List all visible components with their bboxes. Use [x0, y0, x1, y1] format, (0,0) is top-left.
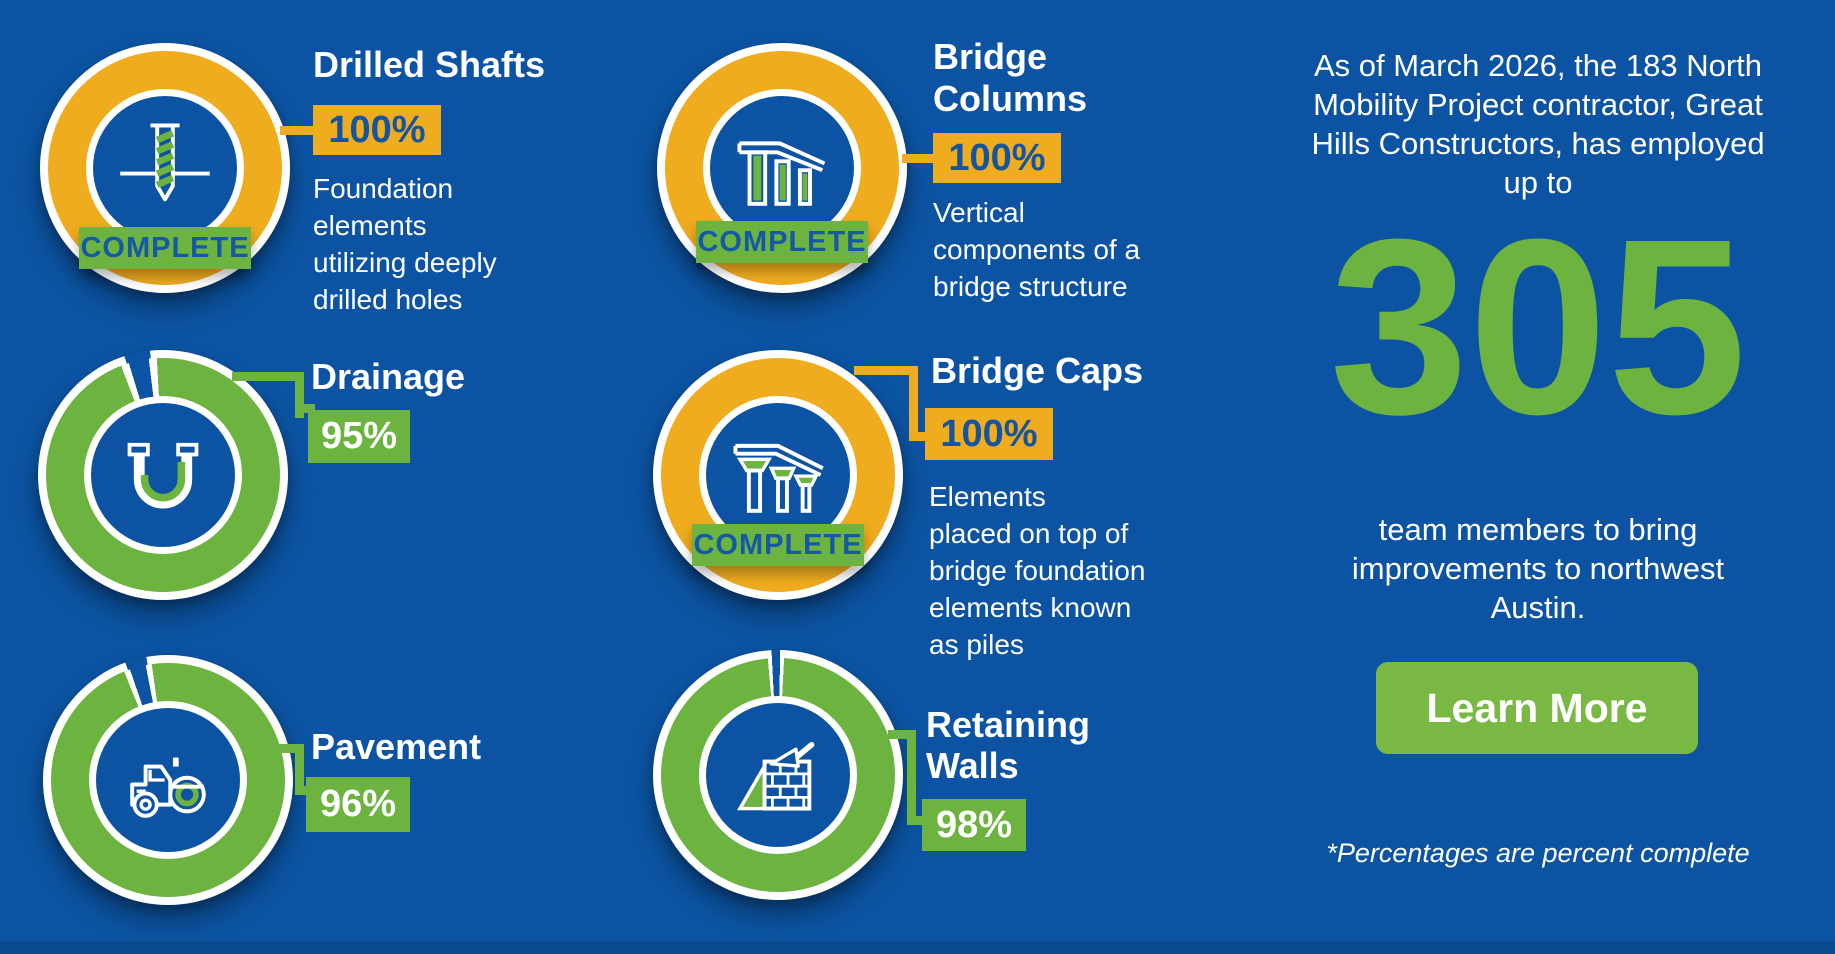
percent-badge-pavement: 96% [306, 777, 410, 832]
outro-text: team members to bring improvements to no… [1351, 512, 1725, 625]
donut-center [699, 696, 857, 854]
complete-badge: COMPLETE [696, 221, 868, 263]
drainage-pipe-icon [109, 421, 217, 529]
donut-pavement [43, 655, 293, 905]
donut-center [89, 701, 247, 859]
bottom-bar [0, 941, 1835, 954]
donut-center [84, 396, 242, 554]
item-title-drainage: Drainage [311, 356, 466, 397]
item-title-drilled-shafts: Drilled Shafts [313, 44, 546, 85]
percent-badge-bridge-columns: 100% [933, 133, 1061, 183]
connector-line [295, 404, 315, 413]
connector-line [272, 744, 304, 753]
item-description: Vertical components of a bridge structur… [933, 197, 1141, 302]
bridge-columns-icon [726, 112, 838, 224]
connector-line [854, 366, 918, 375]
connector-line [295, 744, 304, 794]
connector-line [888, 730, 916, 739]
complete-badge: COMPLETE [79, 227, 251, 269]
percent-badge-drilled-shafts: 100% [313, 105, 441, 155]
percent-badge-retaining-walls: 98% [922, 799, 1026, 851]
item-title-retaining-walls: Retaining Walls [926, 704, 1091, 786]
item-description: Elements placed on top of bridge foundat… [929, 481, 1146, 660]
donut-center [86, 89, 244, 247]
item-title-bridge-columns: Bridge Columns [933, 36, 1088, 119]
donut-retaining-walls [653, 650, 903, 900]
footnote-text: *Percentages are percent complete [1326, 838, 1750, 868]
donut-drainage [38, 350, 288, 600]
intro-text: As of March 2026, the 183 North Mobility… [1311, 48, 1765, 200]
employed-count: 305 [1329, 187, 1747, 466]
donut-drilled-shafts [40, 43, 290, 293]
connector-line [295, 786, 313, 795]
connector-line [907, 730, 916, 824]
connector-line [909, 366, 918, 440]
connector-line [232, 372, 304, 381]
road-roller-icon [112, 724, 224, 836]
connector-line [280, 126, 315, 135]
connector-line [907, 816, 925, 825]
learn-more-button[interactable]: Learn More [1376, 662, 1698, 754]
connector-line [902, 154, 935, 163]
item-title-pavement: Pavement [311, 726, 482, 767]
drill-icon [109, 112, 221, 224]
item-description: Foundation elements utilizing deeply dri… [313, 173, 497, 315]
percent-badge-bridge-caps: 100% [925, 408, 1053, 460]
donut-center [703, 89, 861, 247]
connector-line [909, 432, 929, 441]
retaining-wall-icon [722, 719, 834, 831]
connector-line [295, 372, 304, 418]
percent-badge-drainage: 95% [308, 410, 410, 463]
complete-badge: COMPLETE [692, 524, 864, 566]
bridge-caps-icon [722, 419, 834, 531]
item-title-bridge-caps: Bridge Caps [931, 350, 1144, 391]
